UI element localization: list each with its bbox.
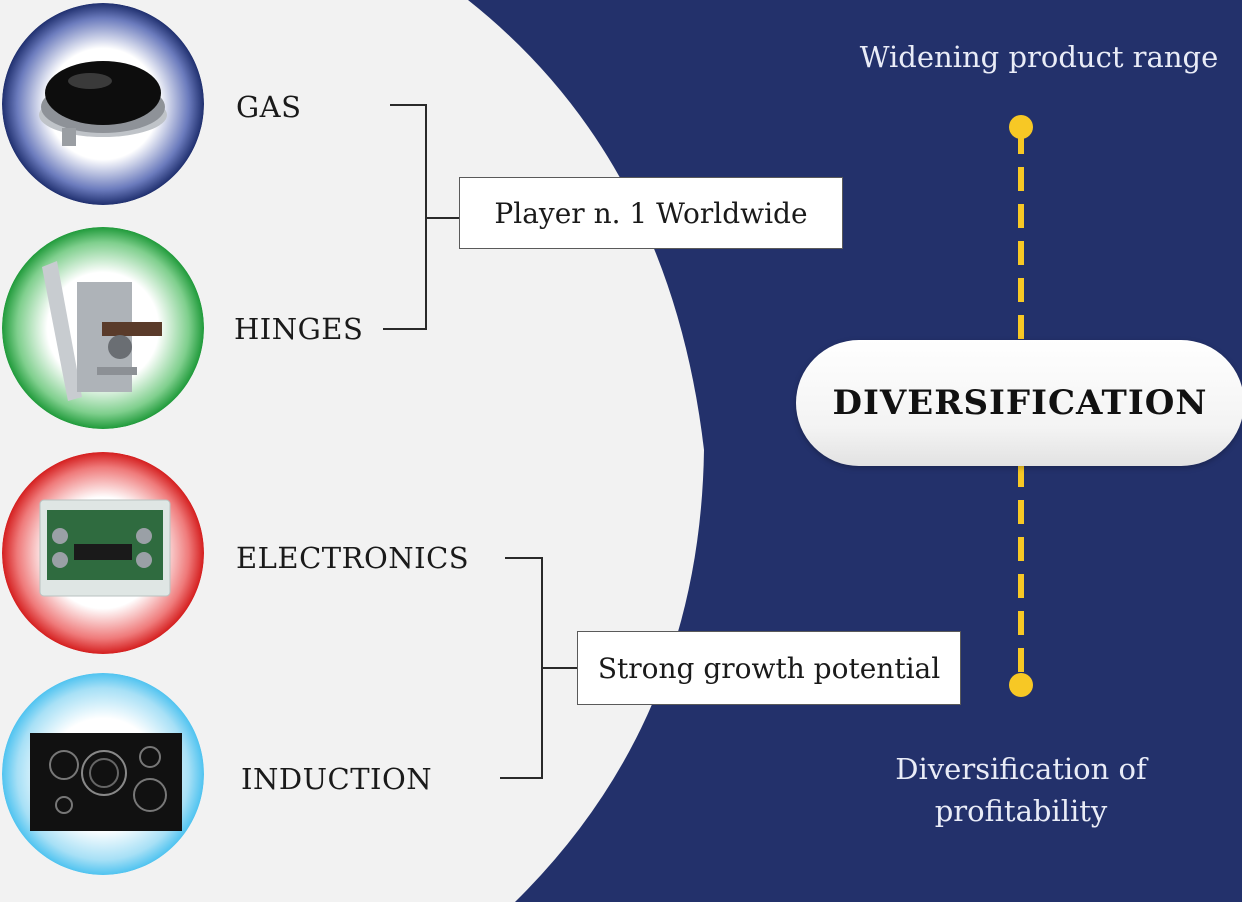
- gas-label: GAS: [236, 90, 302, 124]
- widening-product-range-text: Widening product range: [859, 40, 1219, 74]
- player-callout-box: Player n. 1 Worldwide: [459, 177, 843, 249]
- diversification-of-profitability-text: Diversification of profitability: [895, 752, 1147, 828]
- diversification-pill: DIVERSIFICATION: [796, 340, 1242, 466]
- diversification-label: DIVERSIFICATION: [832, 383, 1208, 423]
- bottom-bracket-upper-arm: [505, 557, 543, 559]
- axis-bottom-dot: [1009, 673, 1033, 697]
- growth-callout-box: Strong growth potential: [577, 631, 961, 705]
- hinges-circle: [2, 227, 204, 429]
- top-bracket-upper-arm: [390, 104, 427, 106]
- electronics-circle: [2, 452, 204, 654]
- bottom-bracket-connector: [541, 667, 577, 669]
- induction-label: INDUCTION: [241, 762, 433, 796]
- bottom-bracket-lower-arm: [500, 777, 543, 779]
- electronic-control-board-icon: [2, 452, 204, 654]
- oven-hinge-icon: [2, 227, 204, 429]
- induction-circle: [2, 673, 204, 875]
- hinges-label: HINGES: [234, 312, 364, 346]
- gas-circle: [2, 3, 204, 205]
- top-bracket-connector: [425, 217, 459, 219]
- electronics-label: ELECTRONICS: [236, 541, 470, 575]
- axis-top-dot: [1009, 115, 1033, 139]
- induction-hob-icon: [2, 673, 204, 875]
- gas-burner-icon: [2, 3, 204, 205]
- top-bracket-lower-arm: [383, 328, 427, 330]
